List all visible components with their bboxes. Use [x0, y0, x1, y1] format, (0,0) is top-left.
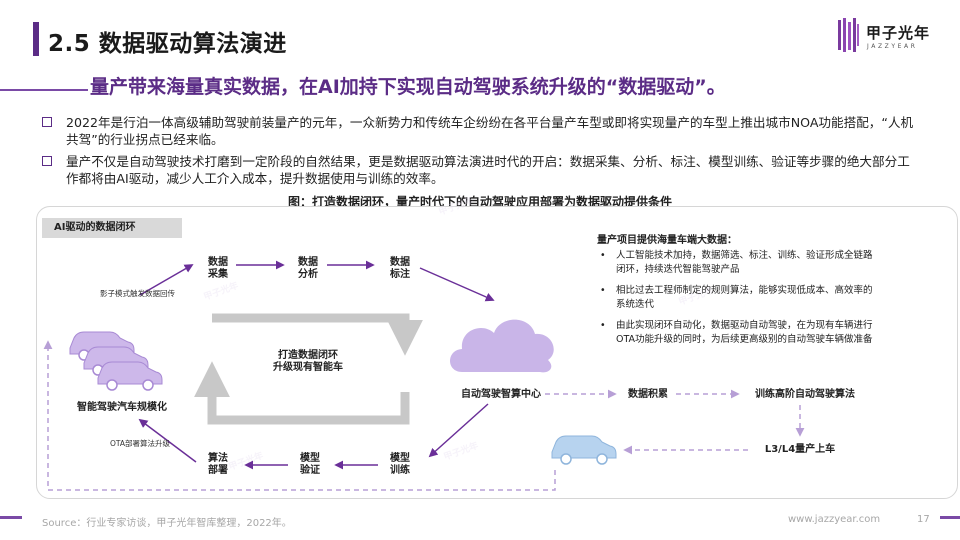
bullet-item: 2022年是行泊一体高级辅助驾驶前装量产的元年，一众新势力和传统车企纷纷在各平台… — [42, 114, 922, 148]
node-data-collect: 数据 采集 — [198, 257, 238, 281]
footer-source: Source：行业专家访谈，甲子光年智库整理，2022年。 — [42, 518, 292, 529]
bullet-dot-icon: • — [600, 285, 606, 296]
node-data-label: 数据 标注 — [380, 257, 420, 281]
bullet-dot-icon: • — [600, 320, 606, 331]
node-model-verify: 模型 验证 — [290, 453, 330, 477]
svg-text:甲子光年: 甲子光年 — [437, 194, 475, 218]
edge-label-shadow-mode: 影子模式触发数据回传 — [100, 289, 175, 298]
node-line-1: 模型 — [300, 453, 320, 464]
arrow-label-to-center — [419, 267, 495, 302]
node-data-accumulate: 数据积累 — [628, 389, 668, 400]
svg-text:甲子光年: 甲子光年 — [442, 439, 480, 463]
subtitle-rule — [0, 89, 88, 91]
node-line-1: 数据 — [390, 257, 410, 268]
cloud-icon — [450, 319, 554, 373]
node-train-advanced: 训练高阶自动驾驶算法 — [755, 389, 855, 400]
bullet-square-icon — [42, 156, 52, 166]
arrow-center-to-train — [428, 403, 489, 458]
node-line-2: 分析 — [298, 269, 318, 280]
title-accent-bar — [33, 22, 39, 56]
node-l3l4-production: L3/L4量产上车 — [764, 444, 836, 455]
logo-text-cn: 甲子光年 — [866, 24, 931, 42]
arrow-deploy-to-fleet — [138, 418, 197, 463]
diagram-tag: AI驱动的数据闭环 — [42, 218, 182, 238]
loop-center-line-2: 升级现有智能车 — [273, 362, 343, 373]
right-panel-item: • 人工智能技术加持，数据筛选、标注、训练、验证形成全链路闭环，持续迭代智能驾驶… — [598, 249, 880, 277]
right-panel-item-text: 人工智能技术加持，数据筛选、标注、训练、验证形成全链路闭环，持续迭代智能驾驶产品 — [616, 250, 873, 275]
footer-accent-left — [0, 516, 22, 519]
blue-car-icon — [551, 435, 617, 465]
car-fleet-icon — [69, 331, 163, 391]
bullet-text: 量产不仅是自动驾驶技术打磨到一定阶段的自然结果，更是数据驱动算法演进时代的开启：… — [66, 154, 910, 186]
node-fleet-scale: 智能驾驶汽车规模化 — [77, 402, 167, 413]
brand-logo: 甲子光年 JAZZYEAR — [838, 18, 938, 58]
loop-center-line-1: 打造数据闭环 — [278, 350, 338, 361]
node-line-1: 模型 — [390, 453, 410, 464]
arrow-bottom-return — [43, 340, 556, 491]
right-panel-item-text: 由此实现闭环自动化，数据驱动自动驾驶，在为现有车辆进行OTA功能升级的同时，为后… — [616, 320, 873, 345]
page-number: 17 — [917, 514, 930, 525]
svg-text:甲子光年: 甲子光年 — [202, 279, 240, 303]
node-line-2: 采集 — [208, 269, 228, 280]
loop-arrow-top — [212, 313, 423, 356]
logo-text-en: JAZZYEAR — [867, 43, 918, 50]
page-title: 2.5 数据驱动算法演进 — [48, 31, 287, 57]
right-panel-item: • 由此实现闭环自动化，数据驱动自动驾驶，在为现有车辆进行OTA功能升级的同时，… — [598, 319, 880, 347]
figure-caption: 图：打造数据闭环，量产时代下的自动驾驶应用部署为数据驱动提供条件 — [287, 195, 672, 209]
node-line-2: 训练 — [390, 465, 410, 476]
right-panel-item: • 相比过去工程师制定的规则算法，能够实现低成本、高效率的系统迭代 — [598, 284, 880, 312]
right-panel-title: 量产项目提供海量车端大数据： — [597, 235, 737, 246]
edge-label-ota: OTA部署算法升级 — [110, 439, 171, 448]
bullet-dot-icon: • — [600, 250, 606, 261]
node-algo-deploy: 算法 部署 — [198, 453, 238, 477]
node-model-train: 模型 训练 — [380, 453, 420, 477]
node-data-analyze: 数据 分析 — [288, 257, 328, 281]
footer-accent-right — [940, 516, 960, 519]
node-line-2: 标注 — [390, 269, 410, 280]
logo-mark-icon — [838, 18, 859, 52]
bullet-square-icon — [42, 117, 52, 127]
right-panel-list: • 人工智能技术加持，数据筛选、标注、训练、验证形成全链路闭环，持续迭代智能驾驶… — [598, 249, 880, 354]
node-line-2: 验证 — [300, 465, 320, 476]
node-line-1: 数据 — [298, 257, 318, 268]
footer-url[interactable]: www.jazzyear.com — [788, 514, 881, 525]
node-line-1: 数据 — [208, 257, 228, 268]
bullet-list: 2022年是行泊一体高级辅助驾驶前装量产的元年，一众新势力和传统车企纷纷在各平台… — [42, 114, 922, 192]
bullet-item: 量产不仅是自动驾驶技术打磨到一定阶段的自然结果，更是数据驱动算法演进时代的开启：… — [42, 153, 922, 187]
node-compute-center: 自动驾驶智算中心 — [461, 389, 541, 400]
loop-arrow-bottom — [194, 361, 410, 425]
node-line-2: 部署 — [208, 465, 228, 476]
arrow-fleet-to-collect — [139, 264, 194, 296]
right-panel-item-text: 相比过去工程师制定的规则算法，能够实现低成本、高效率的系统迭代 — [616, 285, 873, 310]
bullet-text: 2022年是行泊一体高级辅助驾驶前装量产的元年，一众新势力和传统车企纷纷在各平台… — [66, 115, 914, 147]
loop-center-label: 打造数据闭环 升级现有智能车 — [258, 350, 358, 374]
node-line-1: 算法 — [208, 453, 228, 464]
subtitle: 量产带来海量真实数据，在AI加持下实现自动驾驶系统升级的“数据驱动”。 — [90, 76, 726, 98]
